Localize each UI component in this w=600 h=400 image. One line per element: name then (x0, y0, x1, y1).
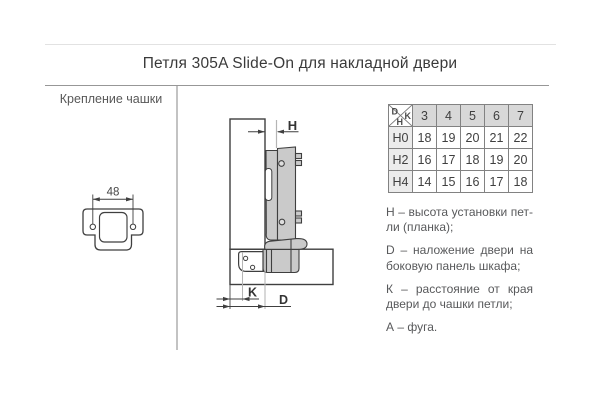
table-cell: 20 (460, 126, 485, 149)
plate-tab (294, 152, 303, 160)
page-title: Петля 305A Slide-On для накладной двери (142, 55, 458, 72)
arm-foot (264, 237, 308, 250)
table-cell: 18 (460, 148, 485, 171)
table-row: H2 16 17 18 19 20 (388, 148, 533, 171)
cup-inner-outline (98, 211, 128, 243)
label-h: H (288, 118, 297, 133)
legend: H – высота установки пет­ли (планка); D … (386, 205, 533, 343)
table-cell: 14 (412, 170, 437, 193)
legend-item-d: D – наложение двери на боковую панель шк… (386, 243, 533, 273)
k-col-header: 5 (460, 104, 485, 127)
dimension-k: K (216, 252, 259, 309)
k-col-header: 7 (508, 104, 533, 127)
table-cell: 16 (412, 148, 437, 171)
k-col-header: 4 (436, 104, 461, 127)
dimension-d: D (216, 250, 291, 309)
hinge-diagram: H K D (216, 118, 334, 309)
corner-diagonal: D K H (389, 105, 412, 126)
table-row: H0 18 19 20 21 22 (388, 126, 533, 149)
label-d: D (279, 293, 288, 307)
cup-screw-hole-right (129, 223, 137, 231)
cup-screw-hole-left (89, 223, 97, 231)
table-cell: 15 (436, 170, 461, 193)
arm-screw-hole (278, 218, 286, 226)
dimension-48-value: 48 (107, 187, 120, 199)
k-col-header: 3 (412, 104, 437, 127)
plate-tab (294, 159, 303, 167)
dimension-48: 48 (92, 187, 134, 224)
table-cell: 17 (484, 170, 509, 193)
corner-k: K (405, 111, 412, 121)
row-header: H0 (388, 126, 413, 149)
table-cell: 19 (436, 126, 461, 149)
flange-hole (243, 255, 249, 261)
hinge-cup (262, 248, 300, 274)
table-row: H4 14 15 16 17 18 (388, 170, 533, 193)
row-header: H2 (388, 148, 413, 171)
plate-tab (294, 217, 303, 224)
column-divider (176, 86, 178, 350)
flange-hole (250, 264, 256, 270)
table-cell: 18 (412, 126, 437, 149)
k-col-header: 6 (484, 104, 509, 127)
table-cell: 22 (508, 126, 533, 149)
table-cell: 16 (460, 170, 485, 193)
cup-section-lines (265, 239, 292, 273)
hinge-body (238, 146, 308, 274)
legend-item-h: H – высота установки пет­ли (планка); (386, 205, 533, 235)
title-divider (45, 85, 549, 86)
corner-d: D (392, 107, 399, 117)
table-cell: 19 (484, 148, 509, 171)
plate-slot (264, 168, 273, 201)
table-cell: 17 (436, 148, 461, 171)
table-header-row: D K H 3 4 5 6 7 (388, 104, 533, 127)
row-header: H4 (388, 170, 413, 193)
legend-item-a: А – фуга. (386, 320, 438, 335)
cup-mount-heading: Крепление чашки (59, 92, 163, 106)
label-k: K (248, 286, 257, 300)
plate-tab (294, 210, 303, 217)
cup-mount-drawing: 48 (82, 187, 144, 251)
dimension-h: H (248, 118, 299, 148)
spec-table: D K H 3 4 5 6 7 H0 18 19 20 21 22 (388, 104, 533, 193)
legend-item-k: К – расстояние от края двери до чашки пе… (386, 281, 533, 312)
corner-h: H (397, 117, 404, 126)
top-border-line (45, 44, 556, 45)
table-cell: 21 (484, 126, 509, 149)
side-panel (229, 118, 266, 250)
table-corner-cell: D K H (388, 104, 413, 127)
table-cell: 18 (508, 170, 533, 193)
arm-screw-hole (278, 160, 285, 167)
table-cell: 20 (508, 148, 533, 171)
